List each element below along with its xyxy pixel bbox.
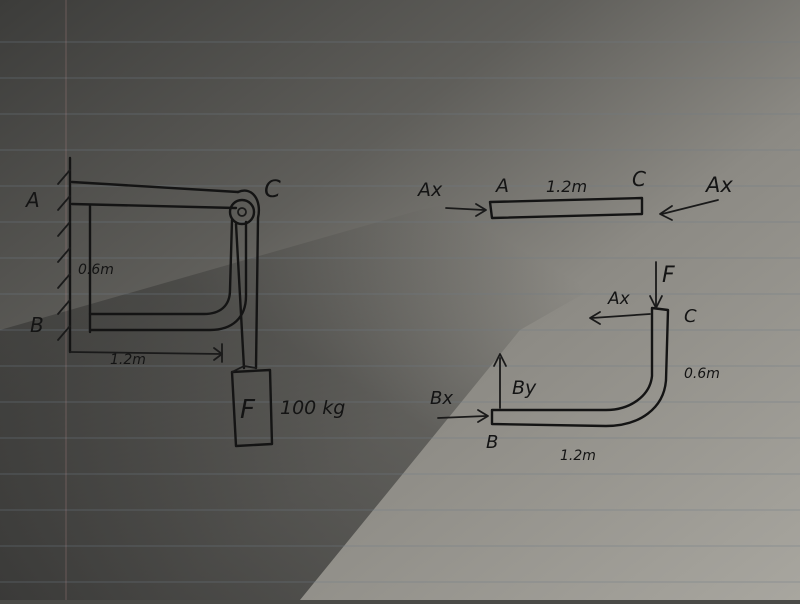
label-end-a: A bbox=[494, 175, 509, 197]
force-bx-shaft bbox=[437, 415, 487, 419]
weight-hook bbox=[231, 365, 257, 373]
label-mass: 100 kg bbox=[280, 397, 345, 419]
rod-ac-bottom bbox=[70, 202, 238, 210]
label-force-ax: Ax bbox=[607, 289, 631, 309]
label-left-force: Ax bbox=[416, 179, 443, 201]
label-end-c: C bbox=[632, 167, 646, 191]
label-height: 0.6m bbox=[684, 366, 720, 382]
label-end-c: C bbox=[684, 306, 697, 327]
force-ax-shaft bbox=[591, 313, 651, 319]
fbd-bent-member: F Ax C 0.6m By Bx B 1.2m bbox=[430, 261, 720, 464]
left-force-arrow-shaft bbox=[445, 207, 485, 211]
pulley-c bbox=[228, 198, 256, 226]
force-ax-arrowhead bbox=[589, 311, 601, 325]
label-force-bx: Bx bbox=[430, 388, 453, 409]
right-force-arrowhead bbox=[659, 205, 673, 221]
label-force-by: By bbox=[512, 377, 537, 399]
force-bx-arrowhead bbox=[477, 409, 489, 423]
pulley-pin bbox=[237, 207, 247, 217]
wall-hatching bbox=[57, 169, 71, 341]
rod-ac-top bbox=[70, 180, 240, 194]
force-by-arrowhead bbox=[493, 353, 507, 367]
force-f-arrowhead bbox=[649, 295, 663, 309]
rod-ac-body bbox=[488, 196, 644, 220]
label-width: 1.2m bbox=[110, 352, 146, 368]
hanging-weight-box bbox=[230, 368, 274, 448]
bent-member-outer bbox=[88, 220, 248, 332]
bent-member-inner bbox=[88, 218, 234, 316]
system-figure: A B C 0.6m 1.2m F 100 kg bbox=[24, 156, 345, 448]
label-weight-letter: F bbox=[240, 395, 256, 425]
right-force-arrow-shaft bbox=[661, 199, 719, 215]
left-force-arrowhead bbox=[475, 203, 487, 217]
cable-left bbox=[234, 222, 246, 370]
label-end-b: B bbox=[486, 432, 498, 453]
label-length: 1.2m bbox=[560, 448, 596, 464]
paper-shadow bbox=[0, 130, 800, 600]
bent-member-body bbox=[490, 306, 670, 428]
label-point-a: A bbox=[24, 188, 40, 212]
label-point-b: B bbox=[30, 313, 44, 337]
width-dimension-line bbox=[69, 351, 223, 355]
fbd-rod-ac: Ax A 1.2m C Ax bbox=[416, 167, 733, 221]
cable-right bbox=[236, 189, 261, 370]
label-rod-length: 1.2m bbox=[546, 177, 587, 196]
label-force-f: F bbox=[662, 263, 675, 288]
label-right-force: Ax bbox=[704, 173, 733, 197]
label-height: 0.6m bbox=[78, 262, 114, 278]
label-point-c: C bbox=[264, 175, 281, 203]
